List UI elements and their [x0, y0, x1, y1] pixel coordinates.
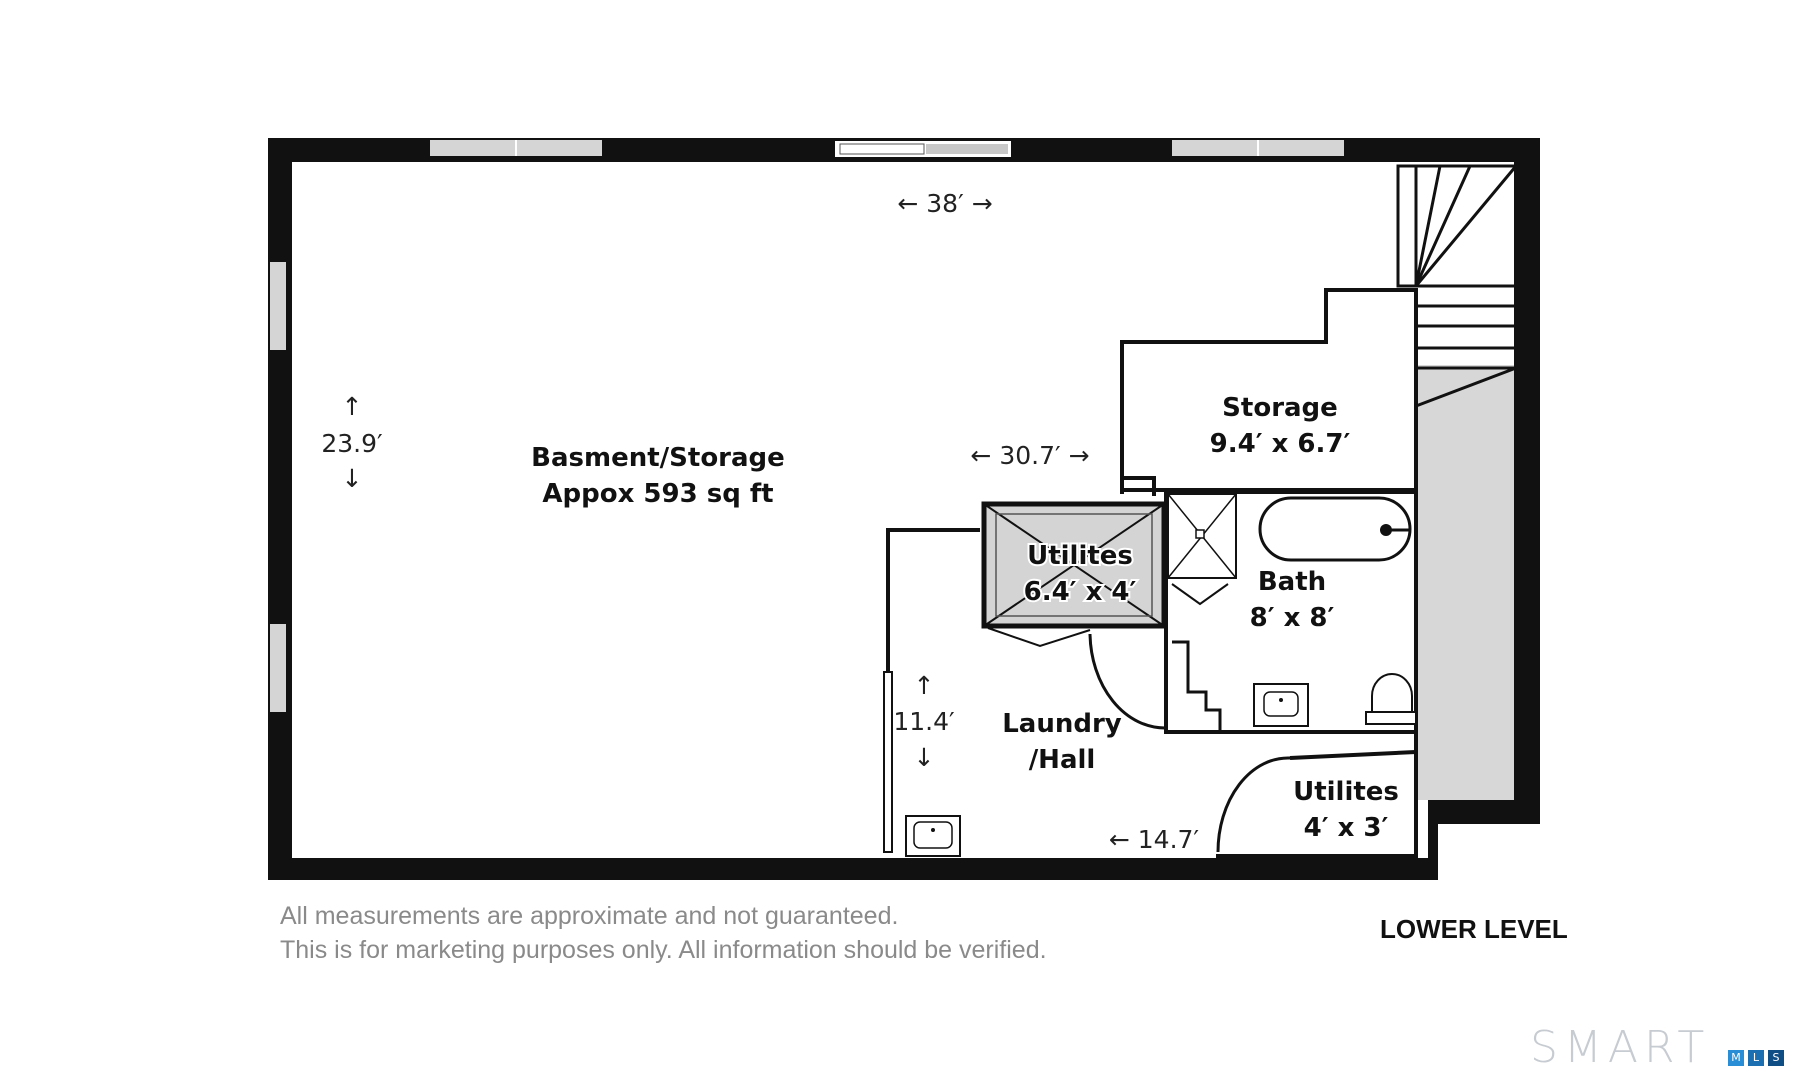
bath-size: 8′ x 8′: [1250, 603, 1335, 633]
bath-name: Bath: [1258, 567, 1326, 597]
hall-sliding-panel: [883, 671, 893, 853]
windows-left: [270, 262, 286, 712]
laundry-door-swing: [1088, 633, 1168, 732]
bath-sink: [1253, 683, 1309, 727]
level-label: LOWER LEVEL: [1380, 914, 1568, 944]
utilities-main-name: Utilites: [1027, 541, 1133, 571]
dim-span-30-7: ← 30.7′ →: [970, 441, 1089, 470]
bath-stairs: [1172, 640, 1222, 730]
dim-depth-23-9: 23.9′: [321, 429, 383, 458]
logo-box-m: M: [1728, 1050, 1744, 1066]
basement-name: Basment/Storage: [531, 443, 785, 473]
staircase: [1396, 164, 1518, 410]
dim-span-14-7: ← 14.7′: [1109, 825, 1200, 854]
logo-box-l: L: [1748, 1050, 1764, 1066]
bathtub: [1258, 496, 1412, 562]
small-utilities-door-swing: [1216, 756, 1291, 853]
disclaimer-line-1: All measurements are approximate and not…: [280, 902, 899, 930]
disclaimer-line-2: This is for marketing purposes only. All…: [280, 936, 1047, 964]
toilet: [1365, 673, 1417, 725]
windows-top: [430, 139, 1344, 159]
dim-arrow-down-depth: ↓: [342, 464, 363, 493]
laundry-name-2: /Hall: [1029, 745, 1096, 775]
shower: [1167, 493, 1237, 606]
storage-name: Storage: [1222, 393, 1338, 423]
dim-arrow-up-hall: ↑: [914, 671, 935, 700]
dim-hall-11-4: 11.4′: [893, 707, 955, 736]
storage-size: 9.4′ x 6.7′: [1210, 429, 1351, 459]
laundry-name: Laundry: [1002, 709, 1122, 739]
utilities-small-name: Utilites: [1293, 777, 1399, 807]
utilities-box: [981, 501, 1167, 648]
dim-width-38: ← 38′ →: [897, 189, 992, 218]
basement-size: Appox 593 sq ft: [542, 479, 773, 509]
dim-arrow-up-depth: ↑: [342, 392, 363, 421]
utilities-main-size: 6.4′ x 4′: [1024, 577, 1137, 607]
laundry-sink: [905, 815, 961, 857]
smart-mls-logo: SMART: [1530, 1022, 1711, 1073]
logo-box-s: S: [1768, 1050, 1784, 1066]
utilities-small-size: 4′ x 3′: [1304, 813, 1389, 843]
dim-arrow-down-hall: ↓: [914, 743, 935, 772]
stair-landing-area: [1418, 365, 1520, 800]
